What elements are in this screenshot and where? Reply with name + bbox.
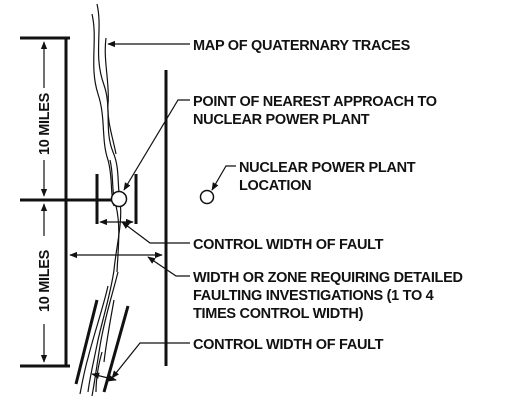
leader-lines (107, 40, 236, 379)
dim-label-lower: 10 MILES (37, 249, 53, 312)
dim-label-upper: 10 MILES (37, 92, 53, 155)
label-zone-line1: WIDTH OR ZONE REQUIRING DETAILED (193, 270, 463, 286)
control-width-bracket-upper (95, 174, 138, 224)
label-nearest-approach-line2: NUCLEAR POWER PLANT (193, 112, 370, 128)
label-control-width-lower: CONTROL WIDTH OF FAULT (193, 337, 384, 353)
nearest-approach-point (110, 190, 128, 208)
label-plant-location-line2: LOCATION (239, 178, 311, 194)
label-quaternary-traces: MAP OF QUATERNARY TRACES (193, 38, 411, 54)
label-control-width-upper: CONTROL WIDTH OF FAULT (193, 237, 384, 253)
label-plant-location-line1: NUCLEAR POWER PLANT (239, 160, 416, 176)
label-zone-line3: TIMES CONTROL WIDTH) (193, 306, 364, 322)
label-nearest-approach-line1: POINT OF NEAREST APPROACH TO (193, 94, 437, 110)
label-zone-line2: FAULTING INVESTIGATIONS (1 TO 4 (193, 288, 434, 304)
power-plant-symbol (199, 189, 215, 205)
control-width-bracket-lower (74, 299, 130, 393)
